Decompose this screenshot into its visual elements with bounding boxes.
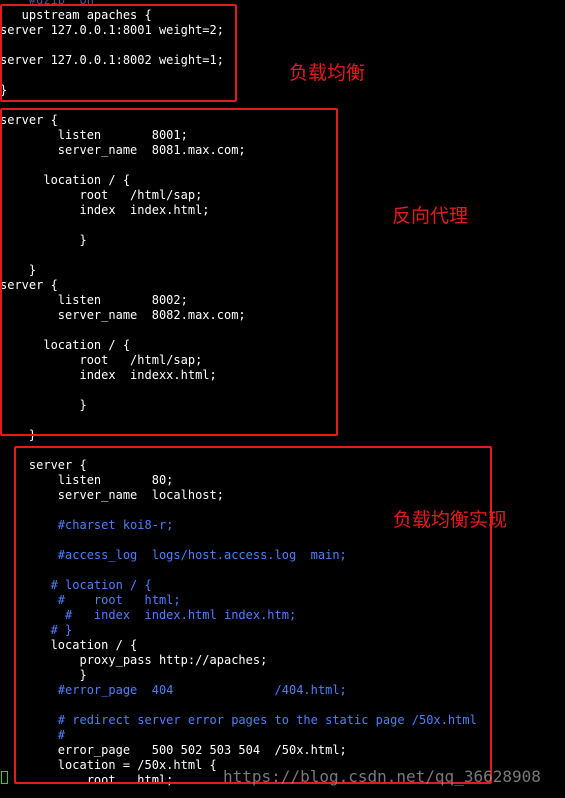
- terminal-line: error_page 500 502 503 504 /50x.html;: [0, 743, 347, 757]
- terminal-line: #charset koi8-r;: [0, 518, 174, 532]
- terminal-line: # redirect server error pages to the sta…: [0, 713, 477, 727]
- terminal-line: root /html/sap;: [0, 353, 203, 367]
- watermark-url: https://blog.csdn.net/qq_36628908: [223, 767, 541, 786]
- terminal-line: root html;: [0, 773, 174, 787]
- terminal-line: }: [0, 263, 37, 277]
- terminal-line: index indexx.html;: [0, 368, 217, 382]
- terminal-line: #access_log logs/host.access.log main;: [0, 548, 347, 562]
- terminal-cursor: [1, 771, 8, 784]
- terminal-line: # index index.html index.htm;: [0, 608, 297, 622]
- terminal-line: location / {: [0, 638, 138, 652]
- terminal-line: server {: [0, 278, 58, 292]
- terminal-line: location = /50x.html {: [0, 758, 217, 772]
- terminal-line: }: [0, 83, 8, 97]
- terminal-line: server_name 8081.max.com;: [0, 143, 246, 157]
- terminal-line: root /html/sap;: [0, 188, 203, 202]
- terminal-line: # }: [0, 623, 73, 637]
- terminal-line: }: [0, 233, 87, 247]
- terminal-line: upstream apaches {: [0, 8, 152, 22]
- terminal-line: server 127.0.0.1:8001 weight=2;: [0, 23, 224, 37]
- terminal-line: server 127.0.0.1:8002 weight=1;: [0, 53, 224, 67]
- terminal-line: # root html;: [0, 593, 181, 607]
- terminal-line: # location / {: [0, 578, 152, 592]
- terminal-line: }: [0, 668, 87, 682]
- terminal-line: listen 8001;: [0, 128, 188, 142]
- terminal-line: listen 80;: [0, 473, 174, 487]
- terminal-line: #gzip on: [0, 0, 94, 7]
- terminal-line: }: [0, 398, 87, 412]
- terminal-line: proxy_pass http://apaches;: [0, 653, 268, 667]
- terminal-line: server {: [0, 458, 87, 472]
- terminal-line: location / {: [0, 338, 131, 352]
- annotation-reverse-proxy: 反向代理: [392, 205, 469, 227]
- annotation-load-balance-impl: 负载均衡实现: [393, 509, 508, 531]
- terminal-line: index index.html;: [0, 203, 210, 217]
- terminal-line: server {: [0, 113, 58, 127]
- terminal-line: }: [0, 428, 37, 442]
- terminal-line: server_name 8082.max.com;: [0, 308, 246, 322]
- terminal-line: listen 8002;: [0, 293, 188, 307]
- terminal-line: #: [0, 728, 66, 742]
- terminal-line: server_name localhost;: [0, 488, 224, 502]
- terminal-line: #error_page 404 /404.html;: [0, 683, 347, 697]
- terminal-line: location / {: [0, 173, 131, 187]
- annotation-load-balance: 负载均衡: [289, 62, 366, 84]
